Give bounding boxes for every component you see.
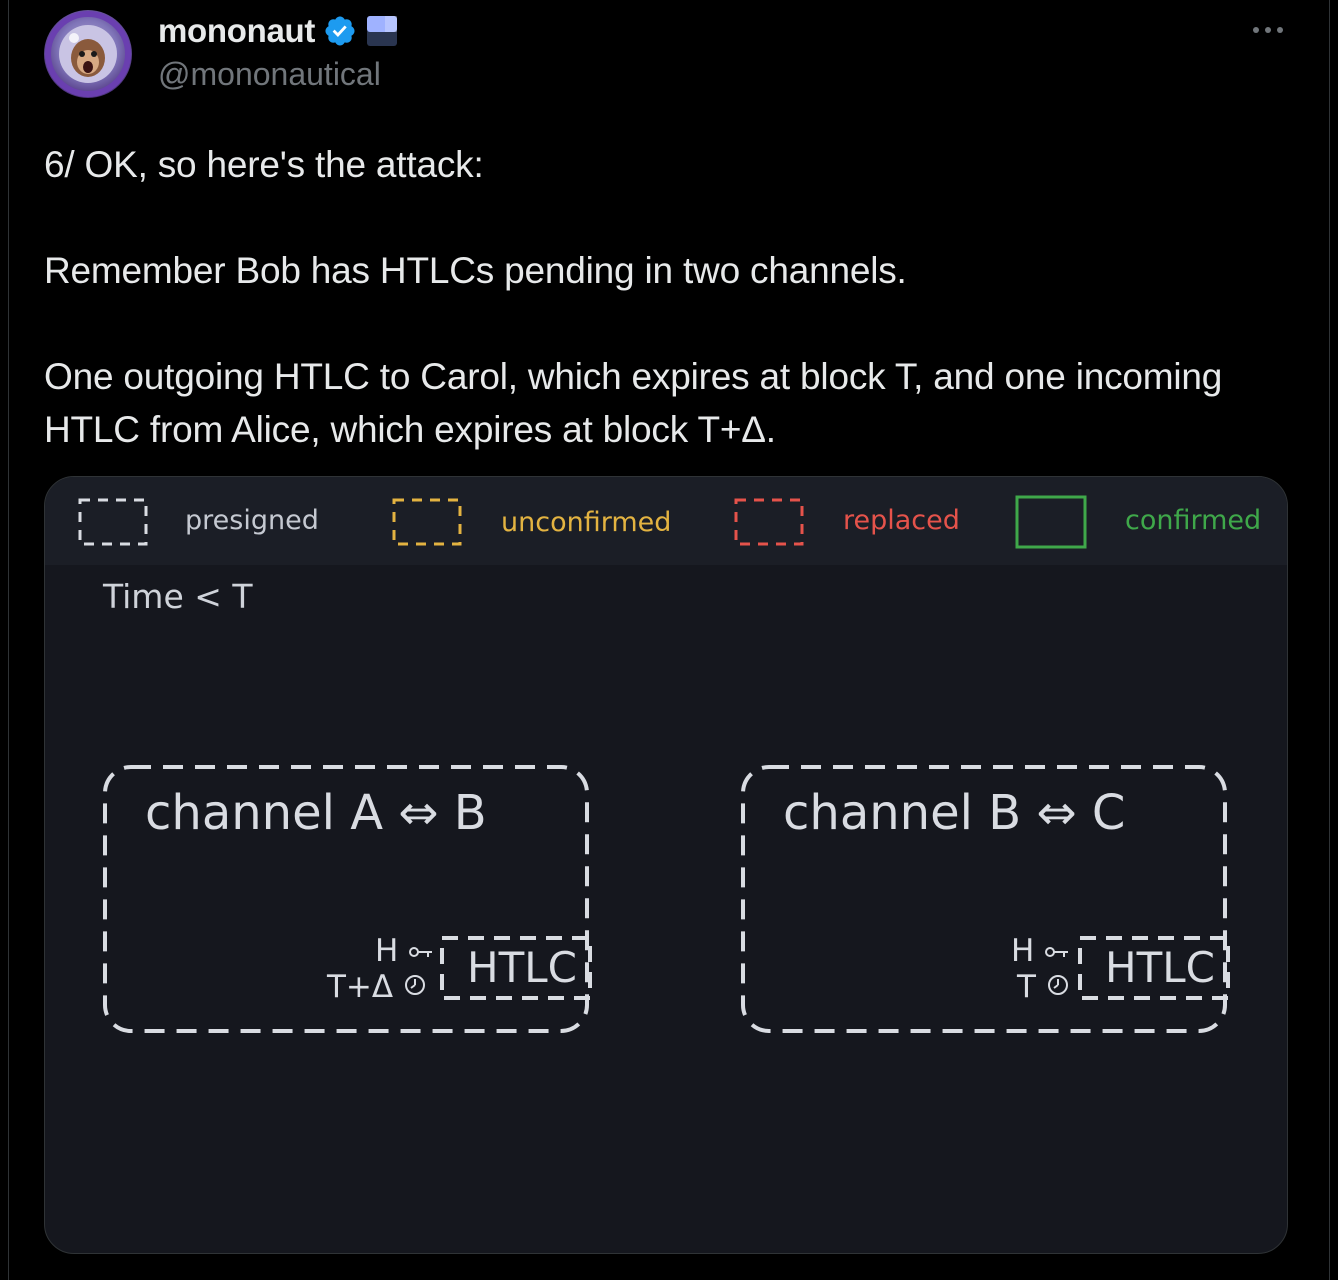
tweet-line: One outgoing HTLC to Carol, which expire… [44,356,1223,397]
tweet-media-image[interactable]: presigned unconfirmed replaced confirmed… [44,476,1288,1254]
tweet-line: Remember Bob has HTLCs pending in two ch… [44,250,907,291]
time-label: Time < T [103,577,253,616]
presigned-swatch [78,498,148,546]
tweet-line: HTLC from Alice, which expires at block … [44,409,776,450]
channel-b-hash-label: H [1011,933,1070,969]
channel-a-hash-label: H [375,933,434,969]
channel-b-box [741,765,1227,1033]
confirmed-swatch [1015,495,1087,549]
legend-confirmed-label: confirmed [1125,505,1262,536]
astronaut-monkey-icon [45,11,131,97]
key-icon [1045,947,1069,957]
author-name-row: mononaut [158,10,399,52]
tweet-text: 6/ OK, so here's the attack: Remember Bo… [44,138,1294,456]
key-icon [409,947,433,957]
affiliate-badge-icon[interactable] [365,14,399,48]
legend-replaced-label: replaced [843,505,960,536]
hash-label-text: H [1011,933,1035,969]
legend-presigned-label: presigned [185,505,319,536]
channel-b-htlc-label: HTLC [1105,943,1215,992]
hash-label-text: H [375,933,399,969]
legend-unconfirmed-label: unconfirmed [501,507,672,538]
unconfirmed-swatch [392,498,462,546]
channel-a-htlc-label: HTLC [467,943,577,992]
clock-icon [1047,975,1068,995]
tweet-line: 6/ OK, so here's the attack: [44,144,484,185]
author-avatar[interactable] [44,10,132,98]
clock-icon [404,975,425,995]
replaced-swatch [734,498,804,546]
more-icon[interactable] [1248,18,1288,42]
channel-b-timeout-label: T [1017,969,1070,1005]
tweet-card [8,0,1330,1280]
channel-a-timeout-label: T+Δ [327,969,427,1005]
channel-a-box [103,765,589,1033]
author-handle[interactable]: @mononautical [158,56,381,92]
author-display-name[interactable]: mononaut [158,12,316,49]
verified-badge-icon[interactable] [323,14,357,48]
channel-b-title: channel B ⇔ C [783,785,1126,841]
channel-a-title: channel A ⇔ B [145,785,487,841]
timeout-label-text: T+Δ [327,969,394,1005]
diagram-legend: presigned unconfirmed replaced confirmed [45,477,1287,565]
timeout-label-text: T [1017,969,1036,1005]
